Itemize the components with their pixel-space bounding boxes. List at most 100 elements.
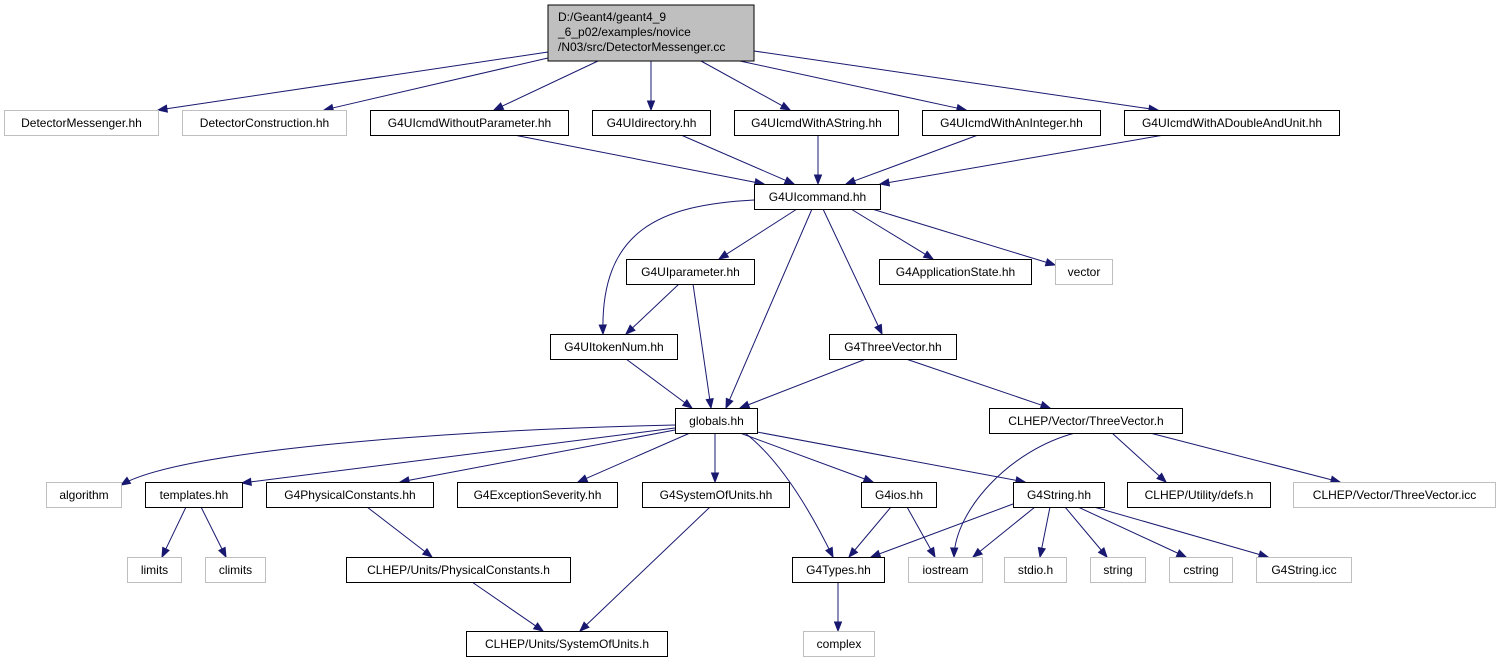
file-node-label: string [1103,563,1132,577]
file-node-g4uitokennum-hh[interactable]: G4UItokenNum.hh [550,334,678,360]
root-file-node[interactable]: D:/Geant4/geant4_9 _6_p02/examples/novic… [547,4,755,62]
edge-g4uiparameter-hh-to-globals-hh [692,283,714,410]
arrowhead [705,397,714,410]
arrowhead [1037,546,1047,559]
arrowhead [738,400,751,409]
file-node-clhep-units-systemofunits-h[interactable]: CLHEP/Units/SystemOfUnits.h [466,631,668,657]
edge-g4threevector-hh-to-clhep-vector-threevector-h [905,358,1052,409]
arrowhead [156,104,169,113]
arrowhead [161,546,170,559]
edge-g4string-hh-to-g4string-icc [1093,506,1270,559]
file-node-label: CLHEP/Utility/defs.h [1145,488,1254,502]
arrowhead [576,474,589,483]
file-node-g4uicmdwithoutparameter-hh[interactable]: G4UIcmdWithoutParameter.hh [370,110,569,136]
arrowhead [869,549,882,558]
file-node-g4ios-hh[interactable]: G4ios.hh [861,482,937,508]
file-node-g4applicationstate-hh[interactable]: G4ApplicationState.hh [879,259,1032,285]
arrowhead [848,547,859,559]
file-node-g4uicmdwithastring-hh[interactable]: G4UIcmdWithAString.hh [734,110,899,136]
arrowhead [862,474,875,483]
file-node-g4uiparameter-hh[interactable]: G4UIparameter.hh [626,259,755,285]
file-node-label: DetectorConstruction.hh [200,116,329,130]
file-node-label: G4UIcmdWithoutParameter.hh [388,116,551,130]
arrowhead [421,547,434,558]
file-node-label: G4String.hh [1027,488,1091,502]
file-node-g4uicmdwithaninteger-hh[interactable]: G4UIcmdWithAnInteger.hh [922,110,1101,136]
file-node-string: string [1090,557,1146,583]
file-node-label: G4UIcommand.hh [769,190,866,204]
edge-g4uidirectory-hh-to-g4uicommand-hh [680,134,796,185]
file-node-label: algorithm [59,488,108,502]
file-node-algorithm: algorithm [46,482,122,508]
edge-g4string-hh-to-g4types-hh [869,503,1014,558]
file-node-stdio-h: stdio.h [1004,557,1067,583]
edge-g4uicommand-hh-to-globals-hh [725,208,813,410]
root-file-label-line-1: D:/Geant4/geant4_9 [558,10,666,24]
arrowhead [532,622,545,632]
edge-g4string-hh-to-cstring [1077,506,1188,558]
edge-g4threevector-hh-to-globals-hh [738,358,867,409]
file-node-label: G4Types.hh [806,563,871,577]
file-node-label: iostream [922,563,968,577]
file-node-g4uicmdwithadoubleandunit-hh[interactable]: G4UIcmdWithADoubleAndUnit.hh [1124,110,1340,136]
file-node-label: G4ApplicationState.hh [896,265,1015,279]
edge-root-to-g4uicmdwithadoubleandunit-hh [753,50,1160,113]
file-node-label: limits [141,563,168,577]
file-node-g4uidirectory-hh[interactable]: G4UIdirectory.hh [592,110,711,136]
arrowhead [1257,550,1270,559]
root-file-label-line-2: _6_p02/examples/novice [557,25,691,39]
edge-clhep-vector-threevector-h-to-iostream [949,432,1076,559]
file-node-g4physicalconstants-hh[interactable]: G4PhysicalConstants.hh [266,482,434,508]
file-node-clhep-units-physicalconstants-h[interactable]: CLHEP/Units/PhysicalConstants.h [346,557,571,583]
file-node-g4exceptionseverity-hh[interactable]: G4ExceptionSeverity.hh [457,482,618,508]
file-node-g4string-icc: G4String.icc [1256,557,1352,583]
edge-globals-hh-to-g4physicalconstants-hh [398,429,676,485]
edge-g4ios-hh-to-g4types-hh [848,506,892,559]
edge-globals-hh-to-g4string-hh [756,431,1027,485]
file-node-g4threevector-hh[interactable]: G4ThreeVector.hh [829,334,957,360]
file-node-label: DetectorMessenger.hh [21,116,142,130]
file-node-label: CLHEP/Vector/ThreeVector.icc [1313,488,1476,502]
file-node-label: G4ios.hh [875,488,923,502]
arrowhead [922,250,935,260]
file-node-g4uicommand-hh[interactable]: G4UIcommand.hh [754,184,881,210]
file-node-vector: vector [1055,259,1113,285]
arrowhead [874,323,883,336]
arrowhead [624,324,636,335]
arrowhead [710,472,720,484]
file-node-clhep-vector-threevector-h[interactable]: CLHEP/Vector/ThreeVector.h [989,408,1183,434]
edge-root-to-g4uicmdwithoutparameter-hh [492,60,599,111]
root-file-label-line-3: /N03/src/DetectorMessenger.cc [558,40,725,54]
arrowhead [783,176,796,185]
arrowhead [725,397,734,410]
file-node-label: G4ThreeVector.hh [844,340,941,354]
file-node-globals-hh[interactable]: globals.hh [675,408,758,434]
edge-root-to-g4uidirectory-hh [646,61,656,112]
file-node-label: climits [219,563,252,577]
file-node-g4types-hh[interactable]: G4Types.hh [792,557,885,583]
edge-g4uicmdwithastring-hh-to-g4uicommand-hh [813,135,823,186]
arrowhead [240,477,252,487]
file-node-label: G4UIparameter.hh [641,265,740,279]
file-node-iostream: iostream [908,557,983,583]
file-node-g4string-hh[interactable]: G4String.hh [1013,482,1105,508]
arrowhead [119,476,132,486]
edge-templates-hh-to-climits [200,506,227,559]
file-node-label: vector [1068,265,1101,279]
file-node-g4systemofunits-hh[interactable]: G4SystemOfUnits.hh [642,482,790,508]
edge-globals-hh-to-g4exceptionseverity-hh [576,432,691,483]
file-node-templates-hh[interactable]: templates.hh [145,482,243,508]
arrowhead [492,102,505,111]
file-node-cstring: cstring [1169,557,1233,583]
file-node-label: G4UIcmdWithAnInteger.hh [940,116,1083,130]
file-node-clhep-utility-defs-h[interactable]: CLHEP/Utility/defs.h [1127,482,1271,508]
edge-g4uicommand-hh-to-g4threevector-hh [822,208,883,336]
arrowhead [681,398,694,409]
arrowhead [1044,258,1057,267]
file-node-label: G4UItokenNum.hh [564,340,663,354]
edge-g4types-hh-to-complex [833,582,843,633]
edge-g4systemofunits-hh-to-clhep-units-systemofunits-h [579,506,711,632]
arrowhead [1175,549,1188,558]
edge-globals-hh-to-algorithm [119,424,676,486]
edge-clhep-vector-threevector-h-to-clhep-utility-defs-h [1111,432,1168,483]
